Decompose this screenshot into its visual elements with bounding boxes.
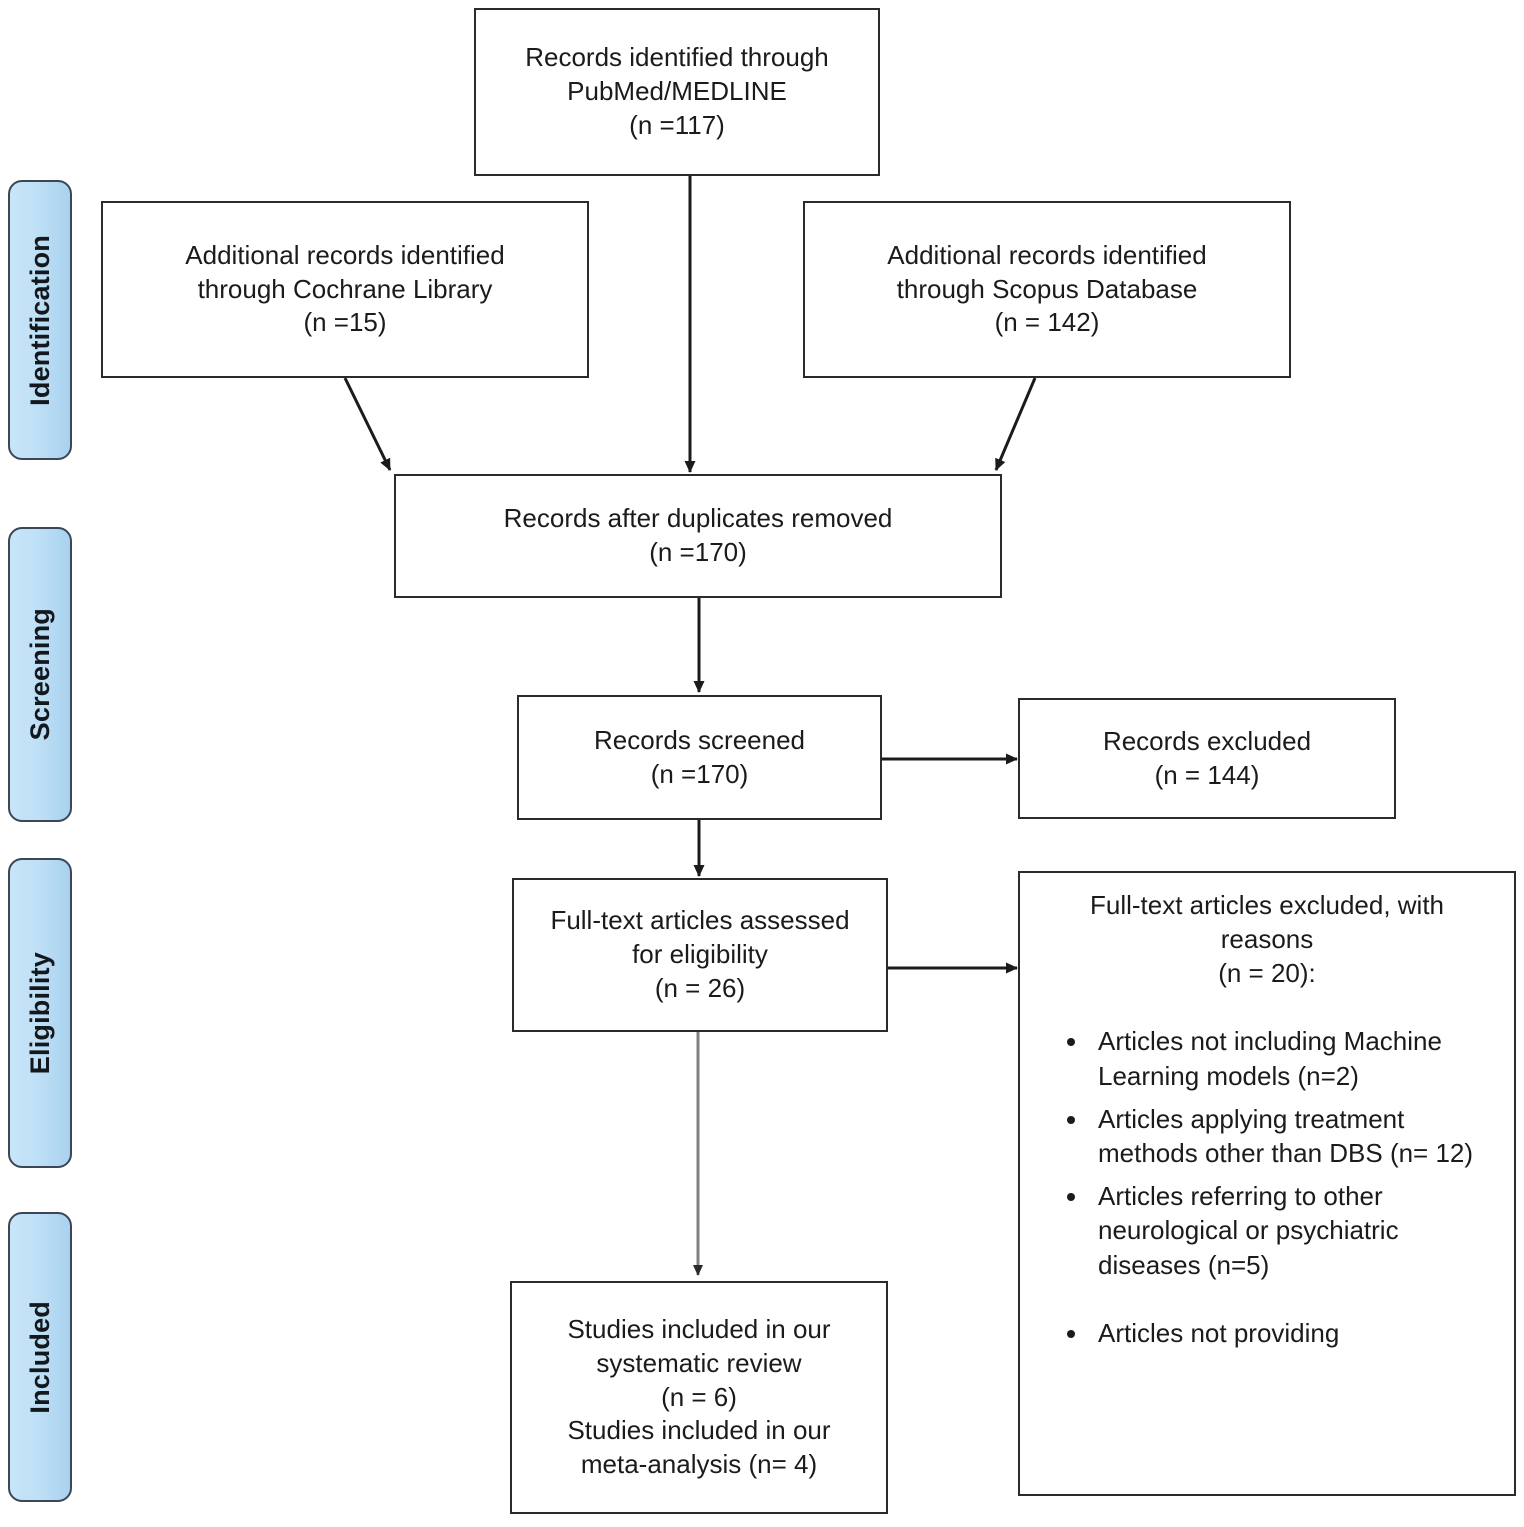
box-studies-included-line-3: (n = 6) [661,1381,737,1412]
box-records-screened: Records screened (n =170) [517,695,882,820]
exclusion-reason-item: Articles not including Machine Learning … [1090,1024,1500,1093]
box-studies-included: Studies included in our systematic revie… [510,1281,888,1514]
exclusion-reason-item: Articles not providing [1090,1316,1500,1351]
box-fulltext-excluded-with-reasons: Full-text articles excluded, with reason… [1018,871,1516,1496]
box-pubmed-line-3: (n =117) [629,109,725,140]
box-fulltext-assessed-eligibility: Full-text articles assessed for eligibil… [512,878,888,1032]
box-fulltext-excluded-line-2: reasons [1220,923,1314,954]
exclusion-reason-item: Articles applying treatment methods othe… [1090,1102,1500,1171]
box-records-after-duplicates-removed: Records after duplicates removed (n =170… [394,474,1002,598]
connector-cochrane-to-duplicates [343,377,392,471]
stage-label-included-text: Included [24,1300,55,1414]
connector-scopus-to-duplicates [994,377,1037,471]
box-studies-included-line-2: systematic review [596,1347,802,1378]
box-duplicates-line-1: Records after duplicates removed [503,503,893,534]
box-fulltext-assessed-line-1: Full-text articles assessed [550,905,850,936]
box-scopus-line-2: through Scopus Database [896,273,1198,304]
box-studies-included-line-4: Studies included in our [567,1415,831,1446]
box-additional-records-cochrane: Additional records identified through Co… [101,201,589,378]
box-records-excluded: Records excluded (n = 144) [1018,698,1396,819]
stage-label-screening-text: Screening [24,608,55,741]
box-cochrane-line-1: Additional records identified [185,239,505,270]
box-cochrane-line-2: through Cochrane Library [197,273,493,304]
stage-label-identification: Identification [8,180,72,460]
box-records-identified-pubmed: Records identified through PubMed/MEDLIN… [474,8,880,176]
box-records-excluded-line-2: (n = 144) [1154,759,1260,790]
stage-label-eligibility: Eligibility [8,858,72,1168]
box-studies-included-line-1: Studies included in our [567,1314,831,1344]
stage-label-identification-text: Identification [24,234,55,406]
box-screened-line-2: (n =170) [650,758,749,789]
box-records-excluded-line-1: Records excluded [1102,725,1312,756]
box-fulltext-excluded-header: Full-text articles excluded, with reason… [1034,889,1500,990]
exclusion-reason-item: Articles referring to other neurological… [1090,1179,1500,1283]
exclusion-reasons-list: Articles not including Machine Learning … [1034,1024,1500,1359]
box-fulltext-excluded-line-1: Full-text articles excluded, with [1089,890,1445,920]
box-fulltext-excluded-line-3: (n = 20): [1218,957,1316,988]
box-scopus-line-1: Additional records identified [887,239,1207,270]
box-duplicates-line-2: (n =170) [649,537,747,567]
box-pubmed-line-2: PubMed/MEDLINE [567,76,787,107]
stage-label-screening: Screening [8,527,72,822]
box-fulltext-assessed-line-2: for eligibility [632,939,768,970]
box-scopus-line-3: (n = 142) [994,307,1100,338]
box-cochrane-line-3: (n =15) [303,307,387,338]
box-fulltext-assessed-line-3: (n = 26) [654,972,746,1003]
box-screened-line-1: Records screened [594,724,805,755]
box-additional-records-scopus: Additional records identified through Sc… [803,201,1291,378]
box-pubmed-line-1: Records identified through [525,42,829,73]
box-studies-included-line-5: meta-analysis (n= 4) [580,1449,818,1480]
stage-label-eligibility-text: Eligibility [24,951,55,1075]
stage-label-included: Included [8,1212,72,1502]
